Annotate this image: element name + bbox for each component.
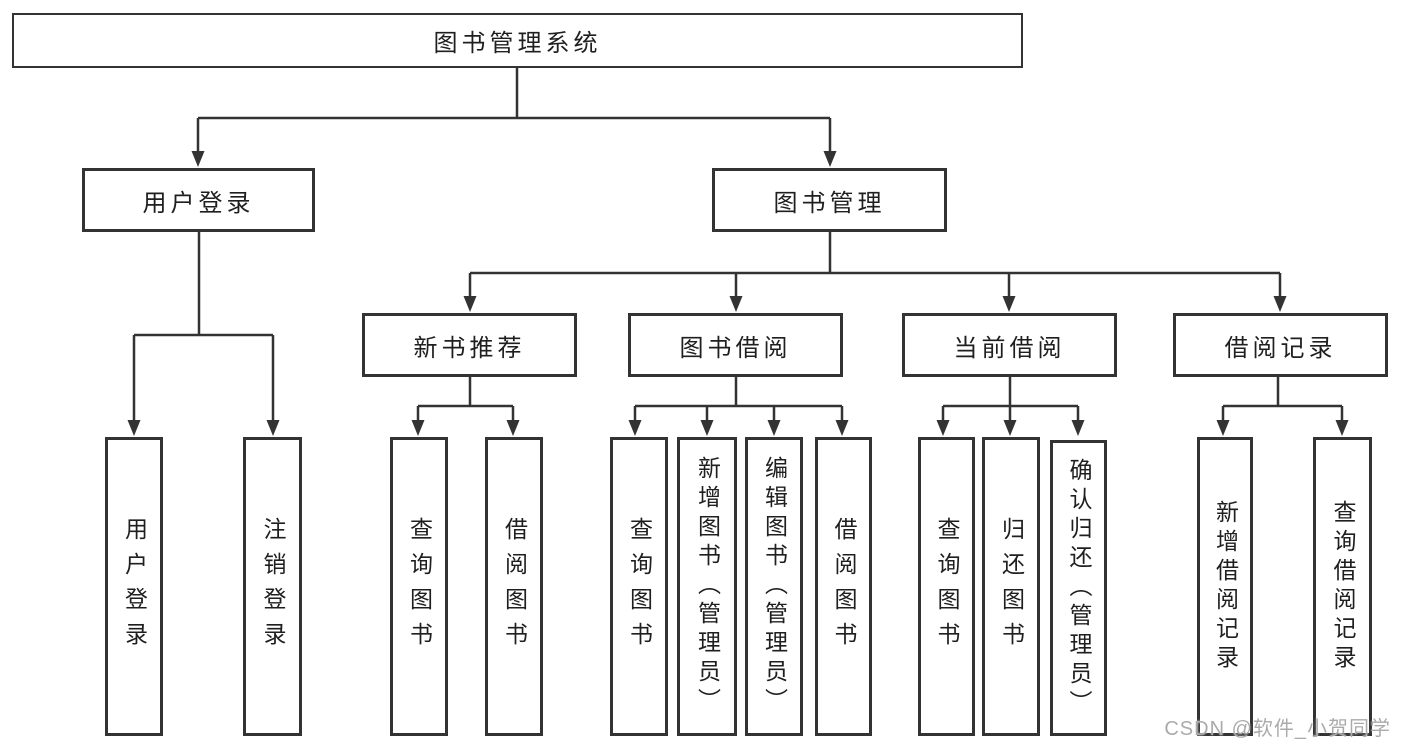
leaf-records-add-record: 新增借阅记录 xyxy=(1197,437,1253,736)
leaf-records-query-record-label: 查询借阅记录 xyxy=(1330,499,1356,674)
leaf-current-confirm-return-admin-label: 确认归还（管理员） xyxy=(1066,457,1092,719)
csdn-watermark: CSDN @软件_小贺同学 xyxy=(1164,718,1391,740)
leaf-user-login: 用户登录 xyxy=(105,437,163,736)
leaf-recommend-query-books: 查询图书 xyxy=(390,437,448,736)
leaf-current-confirm-return-admin: 确认归还（管理员） xyxy=(1050,440,1107,736)
node-book-borrowing: 图书借阅 xyxy=(628,313,843,377)
node-borrow-records: 借阅记录 xyxy=(1173,313,1388,377)
leaf-borrowing-edit-books-admin-label: 编辑图书（管理员） xyxy=(761,456,788,717)
node-root-label: 图书管理系统 xyxy=(433,30,602,57)
leaf-recommend-borrow-books-label: 借阅图书 xyxy=(501,516,528,657)
leaf-logout-label: 注销登录 xyxy=(260,516,286,657)
node-root: 图书管理系统 xyxy=(12,13,1023,68)
leaf-borrowing-borrow-books-label: 借阅图书 xyxy=(831,516,857,657)
leaf-borrowing-query-books-label: 查询图书 xyxy=(626,516,653,657)
leaf-borrowing-add-books-admin-label: 新增图书（管理员） xyxy=(694,456,721,717)
leaf-records-add-record-label: 新增借阅记录 xyxy=(1212,499,1239,674)
node-new-book-recommend: 新书推荐 xyxy=(362,313,577,377)
node-user-login-label: 用户登录 xyxy=(142,189,255,217)
leaf-current-return-books-label: 归还图书 xyxy=(998,516,1025,657)
leaf-user-login-label: 用户登录 xyxy=(121,516,148,657)
node-borrow-records-label: 借阅记录 xyxy=(1224,334,1337,362)
leaf-logout: 注销登录 xyxy=(243,437,302,736)
leaf-borrowing-edit-books-admin: 编辑图书（管理员） xyxy=(745,437,803,736)
leaf-borrowing-add-books-admin: 新增图书（管理员） xyxy=(677,437,737,736)
node-book-management: 图书管理 xyxy=(712,168,947,232)
leaf-current-query-books-label: 查询图书 xyxy=(934,516,960,657)
leaf-borrowing-borrow-books: 借阅图书 xyxy=(815,437,872,736)
node-new-book-recommend-label: 新书推荐 xyxy=(413,334,526,362)
node-book-borrowing-label: 图书借阅 xyxy=(679,334,792,362)
leaf-current-query-books: 查询图书 xyxy=(918,437,975,736)
node-current-borrowing-label: 当前借阅 xyxy=(953,334,1066,362)
node-book-management-label: 图书管理 xyxy=(773,189,886,217)
leaf-recommend-borrow-books: 借阅图书 xyxy=(485,437,543,736)
leaf-current-return-books: 归还图书 xyxy=(982,437,1040,736)
leaf-recommend-query-books-label: 查询图书 xyxy=(406,516,433,657)
leaf-borrowing-query-books: 查询图书 xyxy=(610,437,668,736)
node-current-borrowing: 当前借阅 xyxy=(902,313,1117,377)
node-user-login: 用户登录 xyxy=(82,168,315,232)
leaf-records-query-record: 查询借阅记录 xyxy=(1313,437,1372,736)
